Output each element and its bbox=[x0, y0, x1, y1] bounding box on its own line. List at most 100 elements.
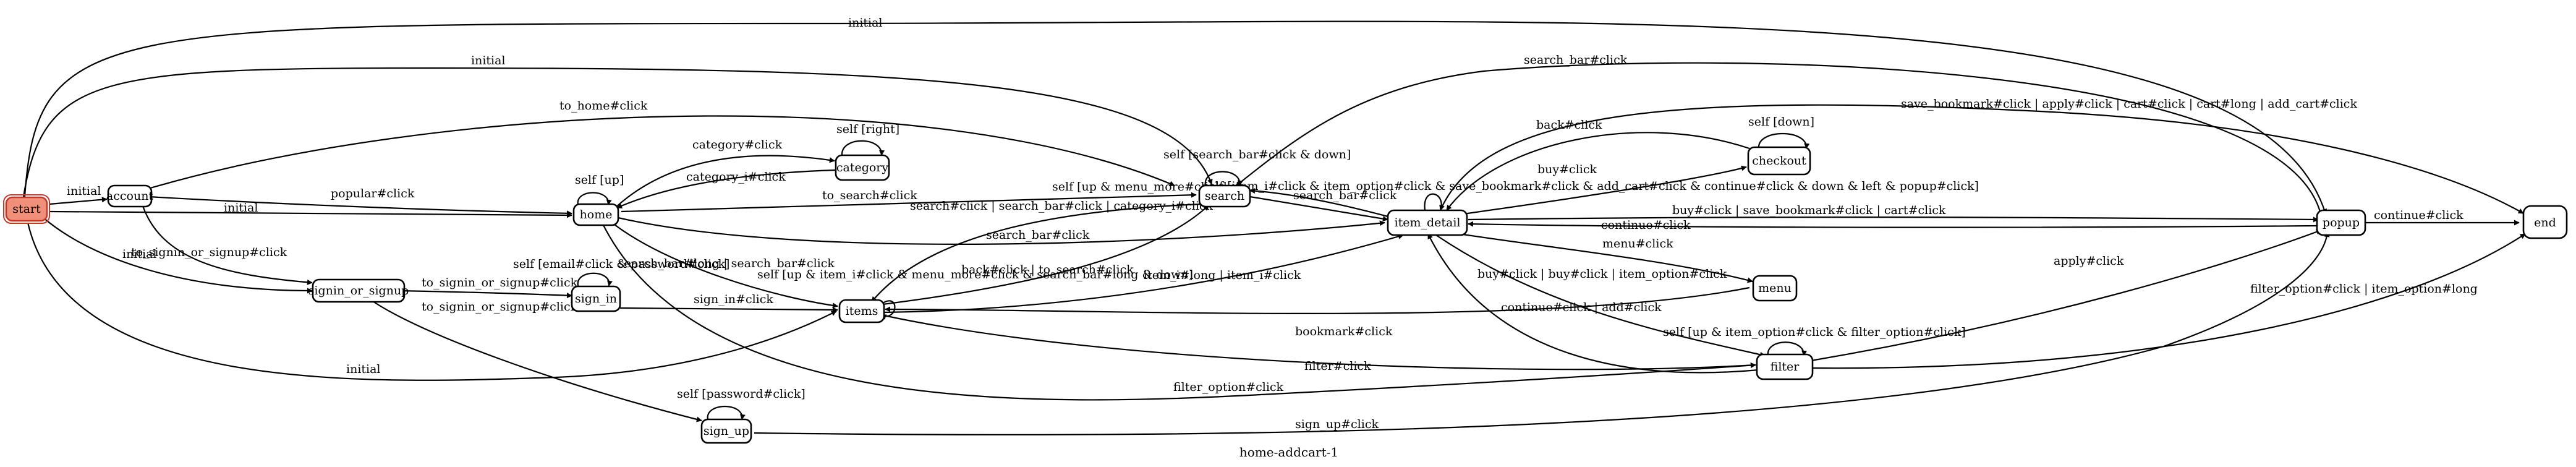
edge-label: initial bbox=[122, 247, 157, 261]
node-end[interactable]: end bbox=[2522, 205, 2568, 239]
edge-search-items bbox=[871, 203, 1203, 302]
edge-label: self [password#click] bbox=[677, 387, 806, 401]
node-item-detail[interactable]: item_detail bbox=[1387, 209, 1468, 236]
edge-label: buy#click bbox=[1537, 163, 1597, 176]
edge-start-items bbox=[27, 222, 837, 381]
node-category[interactable]: category bbox=[835, 154, 890, 181]
edge-search-item-detail bbox=[1249, 195, 1388, 222]
node-label: menu bbox=[1758, 281, 1792, 295]
node-label: item_detail bbox=[1395, 216, 1461, 229]
edge-home-category bbox=[614, 155, 835, 208]
node-label: end bbox=[2534, 216, 2556, 229]
edge-item-detail-item-detail-self bbox=[1424, 193, 1445, 211]
nodes: start account home category search signi… bbox=[3, 146, 2568, 444]
diagram-caption: home-addcart-1 bbox=[1239, 445, 1338, 460]
edge-label: self [item_i#click & item_option#click &… bbox=[1202, 179, 1979, 193]
edge-popup-item-detail bbox=[1468, 221, 2319, 228]
node-menu[interactable]: menu bbox=[1752, 275, 1798, 302]
edge-label: self [up] bbox=[575, 173, 624, 187]
node-checkout[interactable]: checkout bbox=[1747, 146, 1811, 176]
edge-label: to_home#click bbox=[559, 99, 648, 113]
edge-label: self [up & item_i#click & menu_more#clic… bbox=[757, 268, 1193, 281]
edge-start-search bbox=[22, 67, 1213, 197]
edge-label: bookmark#click bbox=[1295, 325, 1393, 338]
edge-label: to_signin_or_signup#click bbox=[422, 276, 578, 289]
edge-label: initial bbox=[848, 16, 883, 30]
edge-home-filter bbox=[602, 223, 1756, 401]
edge-start-signin-or-signup bbox=[43, 217, 313, 294]
edge-signin-or-signup-sign-up bbox=[370, 299, 702, 422]
node-search[interactable]: search bbox=[1198, 184, 1251, 208]
node-label: filter bbox=[1770, 360, 1800, 374]
edge-filter-end bbox=[1811, 233, 2526, 369]
edge-category-category-self bbox=[841, 140, 885, 156]
edge-label: back#click | to_search#click bbox=[961, 263, 1134, 276]
edge-label: buy#click | buy#click | item_option#clic… bbox=[1477, 267, 1727, 281]
edge-label: item_i#long | item_i#click bbox=[1144, 268, 1301, 282]
edge-label: to_signin_or_signup#click bbox=[131, 246, 287, 259]
edge-items-filter bbox=[883, 314, 1756, 371]
edge-label: search_bar#click bbox=[986, 228, 1090, 242]
edge-label: sign_up#click bbox=[1295, 418, 1379, 431]
node-account[interactable]: account bbox=[106, 184, 154, 208]
edge-label: category_i#click bbox=[686, 170, 786, 184]
edge-checkout-item-detail bbox=[1446, 132, 1750, 211]
edge-home-item-detail bbox=[618, 216, 1385, 245]
edge-label: menu#click bbox=[1602, 237, 1673, 251]
node-sign-up[interactable]: sign_up bbox=[700, 418, 752, 444]
edge-search-search-self bbox=[1204, 171, 1243, 186]
edge-label: category#click bbox=[692, 138, 783, 152]
edge-category-home bbox=[616, 169, 836, 209]
edge-account-signin-or-signup bbox=[141, 204, 313, 285]
edge-account-home bbox=[148, 195, 572, 216]
node-start[interactable]: start bbox=[3, 194, 50, 224]
node-signin-or-signup[interactable]: signin_or_signup bbox=[308, 278, 409, 303]
edge-item-detail-popup bbox=[1468, 216, 2319, 223]
edge-label: self [right] bbox=[836, 122, 899, 136]
node-items[interactable]: items bbox=[838, 299, 885, 323]
edge-label: filter#click bbox=[1304, 359, 1371, 373]
node-label: category bbox=[836, 161, 889, 174]
node-label: start bbox=[12, 202, 41, 216]
edge-label: continue#click bbox=[2374, 208, 2463, 222]
edge-label: search#click | search_bar#click | catego… bbox=[910, 199, 1214, 213]
edge-label: to_search#click bbox=[822, 189, 917, 202]
edge-filter-popup bbox=[1811, 229, 2322, 362]
node-popup[interactable]: popup bbox=[2316, 209, 2366, 236]
node-label: sign_in bbox=[575, 292, 617, 306]
node-label: home bbox=[580, 208, 613, 221]
edge-label: initial bbox=[471, 54, 506, 67]
edge-labels: initial initial initial initial initial … bbox=[67, 16, 2478, 431]
node-home[interactable]: home bbox=[572, 203, 619, 226]
edge-label: popular#click bbox=[331, 187, 415, 200]
edge-checkout-checkout-self bbox=[1758, 133, 1810, 149]
node-sign-in[interactable]: sign_in bbox=[571, 285, 621, 312]
edge-filter-filter-self bbox=[1767, 341, 1808, 356]
node-filter[interactable]: filter bbox=[1756, 353, 1814, 380]
edge-account-search bbox=[148, 115, 1175, 190]
edge-label: continue#click | add#click bbox=[1501, 301, 1662, 314]
edge-sign-in-sign-in-self bbox=[577, 272, 613, 286]
edge-sign-up-popup bbox=[754, 231, 2330, 435]
node-label: signin_or_signup bbox=[308, 284, 409, 298]
edge-home-search bbox=[621, 192, 1197, 213]
edge-label: initial bbox=[224, 201, 258, 215]
node-label: popup bbox=[2323, 216, 2360, 229]
edge-items-item-detail bbox=[883, 233, 1404, 314]
edge-items-search bbox=[877, 205, 1209, 306]
edge-sign-up-sign-up-self bbox=[707, 405, 746, 420]
node-label: checkout bbox=[1752, 154, 1806, 168]
node-label: items bbox=[846, 304, 878, 318]
edge-menu-items bbox=[885, 286, 1750, 315]
edge-signin-or-signup-sign-in bbox=[398, 289, 572, 299]
edges bbox=[22, 20, 2526, 435]
edge-label: back#click bbox=[1536, 118, 1602, 132]
node-label: account bbox=[106, 189, 154, 203]
edge-label: search_bar#long | search_bar#click bbox=[618, 257, 835, 270]
edge-label: search_bar#click bbox=[1293, 189, 1397, 202]
edge-start-home bbox=[49, 210, 572, 218]
edge-label: self [email#click & password#click] bbox=[513, 257, 729, 271]
edge-home-items bbox=[611, 222, 838, 309]
